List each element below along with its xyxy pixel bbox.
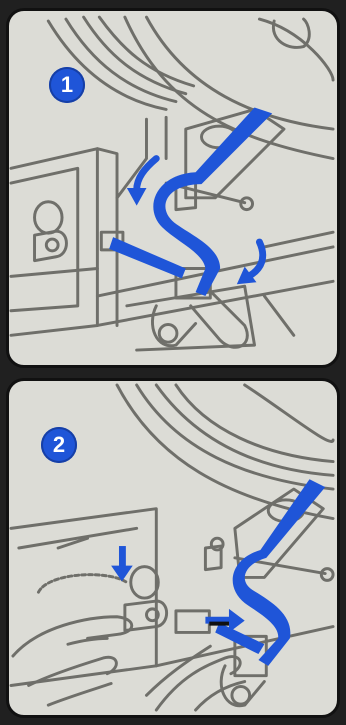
arrow-head-down [127,188,147,206]
bracket [186,109,284,197]
slot [176,611,209,633]
step-1-illustration [9,11,337,365]
step-2-panel: 2 [6,378,340,718]
left-hand [13,617,132,705]
step-number-badge: 1 [49,67,85,103]
step-number-badge: 2 [41,427,77,463]
right-hand [146,646,244,710]
step-1-panel: 1 [6,8,340,368]
dotted-guide [38,575,126,593]
device-frame [11,509,156,686]
